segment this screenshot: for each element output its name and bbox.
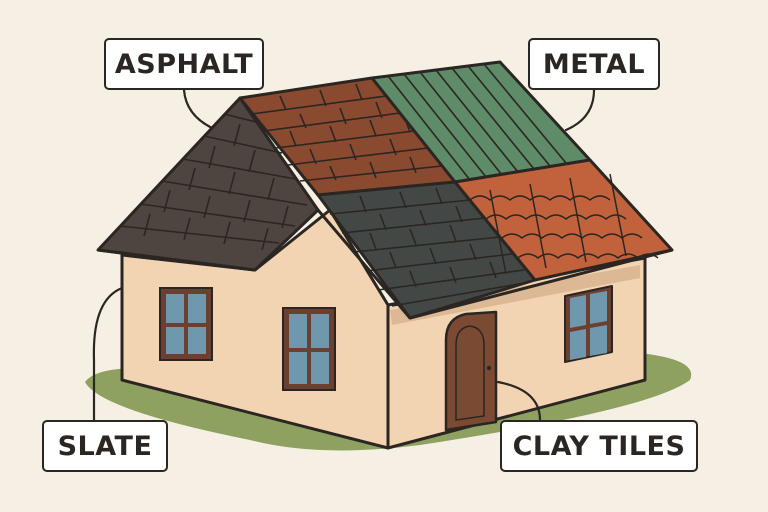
dark-slate-lines <box>329 187 531 307</box>
clay-leader <box>496 380 542 422</box>
asphalt-leader <box>182 88 214 130</box>
clay-tile-curves <box>469 173 659 275</box>
slate-leader <box>92 286 124 422</box>
middle-window <box>282 307 336 391</box>
asphalt-label: ASPHALT <box>104 38 264 90</box>
metal-seam-lines <box>387 63 567 181</box>
slate-label: SLATE <box>42 420 168 472</box>
right-window <box>564 285 613 363</box>
roof-eave-edge <box>97 209 673 320</box>
clay-tiles-label: CLAY TILES <box>500 420 698 472</box>
metal-leader <box>564 88 596 132</box>
roof-shadow <box>390 265 640 325</box>
left-window <box>159 287 213 361</box>
metal-label: METAL <box>528 38 660 90</box>
asphalt-shingle-lines <box>251 83 443 182</box>
label-leader-lines <box>92 88 596 422</box>
slate-shingle-lines <box>119 113 308 251</box>
front-door <box>444 310 498 432</box>
